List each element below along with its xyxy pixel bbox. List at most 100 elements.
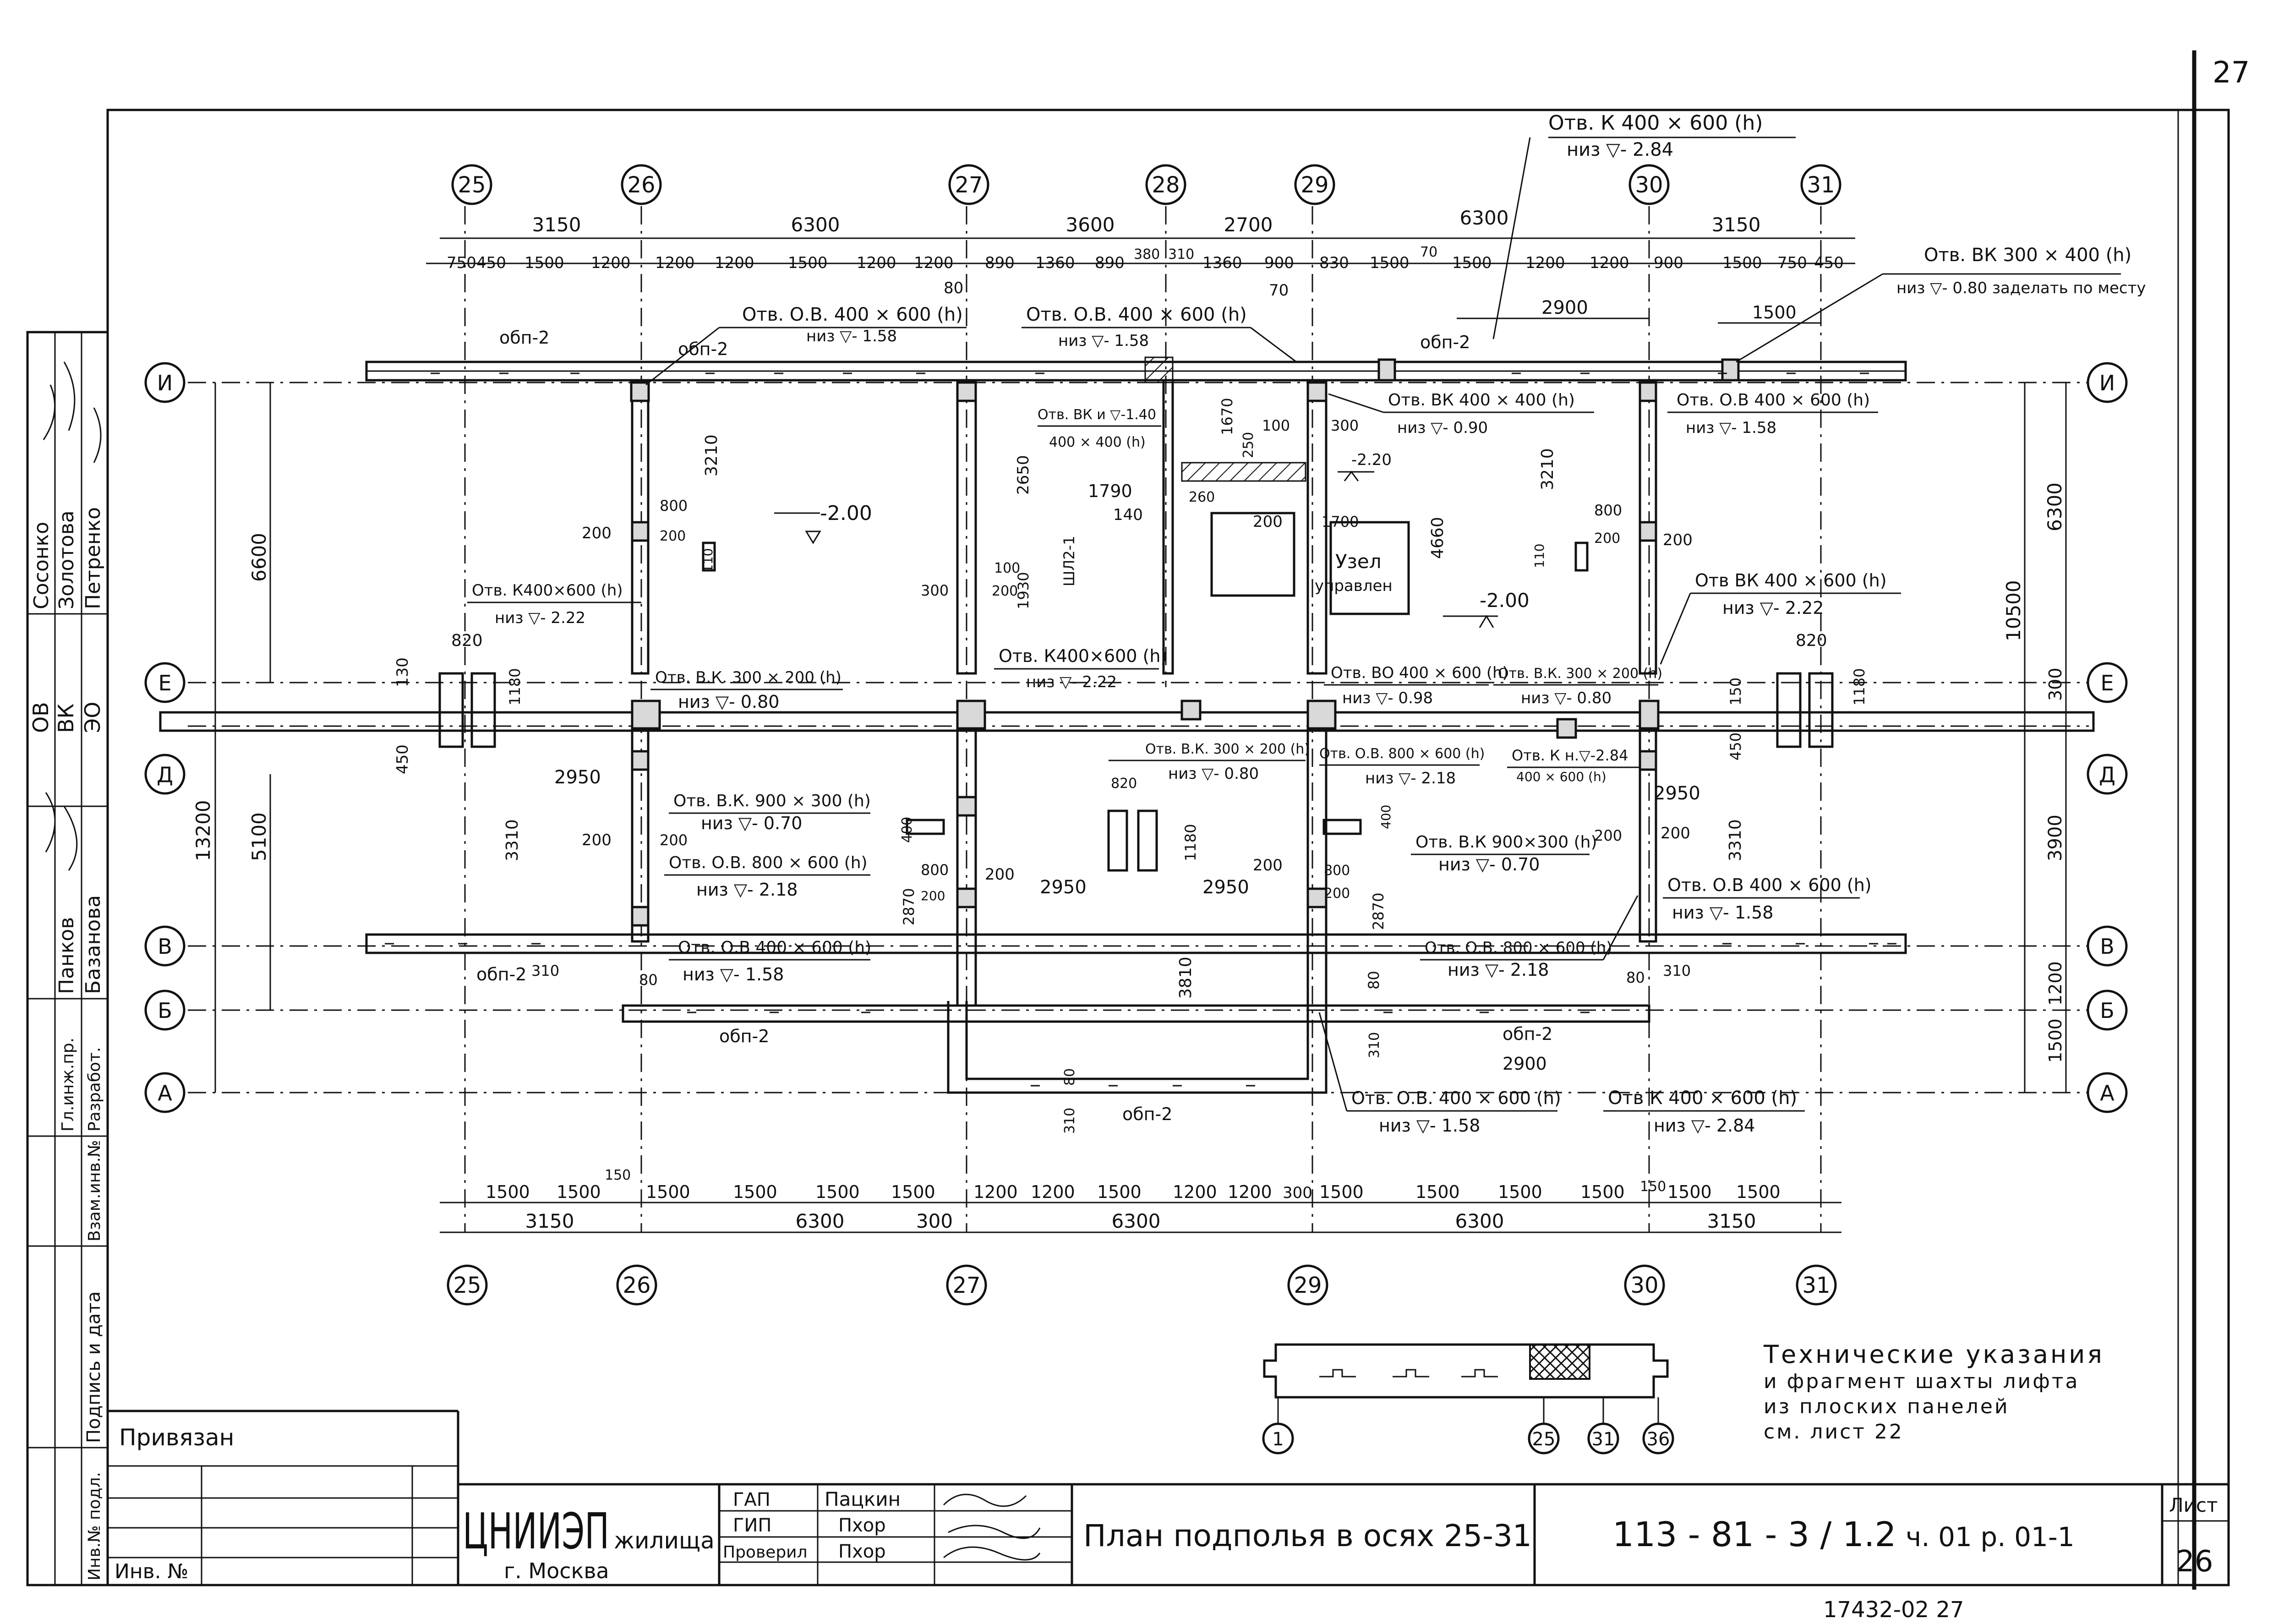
opening-2-title: Отв. ВК 300 × 400 (h) bbox=[1924, 245, 2131, 266]
opening-13-level: низ ▽- 0.80 bbox=[1521, 689, 1612, 707]
inner-dim-37: 2950 bbox=[1040, 877, 1087, 898]
opening-10-level: низ ▽- 2.22 bbox=[1026, 673, 1117, 691]
dim-bottom-major-3: 300 bbox=[916, 1210, 953, 1232]
axis-top-27: 27 bbox=[955, 172, 983, 198]
dim-top-minor-12: 890 bbox=[1095, 254, 1125, 272]
axis-right-e: Е bbox=[2100, 671, 2114, 695]
dim-top-major-6: 3150 bbox=[1712, 213, 1761, 236]
inner-dim-7: 110 bbox=[1532, 544, 1547, 568]
inner-dim-26: 2950 bbox=[554, 767, 601, 788]
opening-20-level: низ ▽- 1.58 bbox=[1672, 902, 1773, 923]
room-labels: -2.00 -2.00 -2.20 Узел управлен ШЛ2-1 bbox=[774, 451, 1530, 628]
dim-left-7: 1180 bbox=[506, 668, 524, 705]
opening-22: Отв. О.В 400 × 600 (h) низ ▽- 1.58 bbox=[669, 938, 871, 984]
opening-20: Отв. О.В 400 × 600 (h) низ ▽- 1.58 bbox=[1663, 875, 1872, 923]
opening-22-title: Отв. О.В 400 × 600 (h) bbox=[678, 938, 871, 957]
dim-left-4: 130 bbox=[393, 657, 412, 687]
note-line-3: из плоских панелей bbox=[1764, 1395, 2010, 1418]
inner-dim-36: 1180 bbox=[1182, 824, 1199, 861]
side-role-1: Сосонко bbox=[30, 522, 53, 609]
wall-structure bbox=[159, 356, 2095, 1094]
inner-dim-1: 3210 bbox=[702, 434, 721, 476]
opening-9-level: низ ▽- 2.22 bbox=[1722, 598, 1824, 618]
opening-1: Отв. К 400 × 600 (h) низ ▽- 2.84 bbox=[1492, 111, 1796, 339]
opening-5-level: низ ▽- 0.90 bbox=[1397, 419, 1488, 437]
dim-bottom-minor-3: 150 bbox=[605, 1167, 631, 1183]
inner-dim-32: 200 bbox=[921, 888, 945, 903]
opening-19-title: Отв. О.В. 800 × 600 (h) bbox=[669, 853, 868, 872]
dim-bottom-major-4: 6300 bbox=[1112, 1210, 1161, 1232]
dim-bottom-minor-11: 1200 bbox=[1173, 1182, 1217, 1202]
dim-bottom-minor-8: 1200 bbox=[973, 1182, 1018, 1202]
opening-24-level: низ ▽- 2.84 bbox=[1654, 1115, 1755, 1136]
panel-label-1: обп-2 bbox=[499, 328, 549, 348]
dim-right-9: 450 bbox=[1727, 733, 1744, 760]
dim-top-minor-22: 1200 bbox=[1590, 254, 1629, 272]
inner-dim-17: 140 bbox=[1113, 506, 1143, 524]
dim-top-extra-3: 2900 bbox=[1541, 297, 1588, 318]
opening-7: Отв. ВК и ▽-1.40 400 × 400 (h) bbox=[1038, 407, 1161, 450]
right-axis-markers: И Е Д В Б А bbox=[2087, 362, 2128, 1113]
dim-top-minor-4: 1200 bbox=[591, 254, 631, 272]
dim-right-2: 10500 bbox=[2002, 580, 2025, 641]
axis-top-28: 28 bbox=[1152, 172, 1180, 198]
inner-dim-19: 200 bbox=[1253, 513, 1283, 531]
dim-top-minor-9: 1200 bbox=[914, 254, 954, 272]
dim-top-minor-18: 1500 bbox=[1370, 254, 1410, 272]
privyazan-label: Привязан bbox=[119, 1424, 234, 1451]
axis-lines bbox=[188, 206, 2089, 1232]
dim-top-minor-3: 1500 bbox=[525, 254, 564, 272]
dim-top-minor-19: 70 bbox=[1420, 244, 1437, 260]
inner-dim-13: 100 bbox=[1262, 417, 1290, 434]
gap-role: ГАП bbox=[733, 1489, 770, 1510]
dim-top-major-5: 6300 bbox=[1460, 207, 1509, 229]
side-role-2: Золотова bbox=[55, 510, 78, 609]
room-node: Узел bbox=[1335, 550, 1382, 573]
inner-dim-21: 4660 bbox=[1428, 517, 1447, 559]
opening-16: Отв. К н.▽-2.84 400 × 600 (h) bbox=[1507, 747, 1640, 784]
panel-labels: обп-2 обп-2 обп-2 обп-2 обп-2 обп-2 обп-… bbox=[476, 328, 1552, 1124]
opening-6: Отв. О.В 400 × 600 (h) низ ▽- 1.58 bbox=[1667, 391, 1878, 437]
inner-dim-57: 2900 bbox=[1503, 1054, 1547, 1074]
opening-15: Отв. О.В. 800 × 600 (h) низ ▽- 2.18 bbox=[1319, 746, 1485, 787]
bottom-stamp: 17432-02 27 bbox=[1823, 1597, 1964, 1623]
note-line-4: см. лист 22 bbox=[1764, 1420, 1904, 1444]
axis-left-b: Б bbox=[158, 998, 172, 1023]
opening-12-title: Отв. ВО 400 × 600 (h) bbox=[1331, 664, 1508, 682]
inner-dim-45: 2950 bbox=[1654, 783, 1700, 804]
dim-top-minor-26: 450 bbox=[1814, 254, 1844, 272]
inner-dim-23: 100 bbox=[994, 560, 1020, 576]
bottom-axis-markers: 25 26 27 29 30 31 bbox=[447, 1264, 1837, 1306]
inner-dim-52: 80 bbox=[1062, 1068, 1078, 1086]
gip-name: Пхор bbox=[838, 1515, 886, 1536]
inner-dim-12: 250 bbox=[1240, 432, 1257, 458]
opening-16-title: Отв. К н.▽-2.84 bbox=[1512, 747, 1628, 764]
dim-bottom-major-6: 3150 bbox=[1707, 1210, 1756, 1232]
dim-left-5: 450 bbox=[393, 744, 412, 774]
drawing-code: 113 - 81 - 3 / 1.2 bbox=[1612, 1515, 1896, 1554]
drawing-part: ч. 01 р. 01-1 bbox=[1906, 1521, 2075, 1553]
dim-top-extra-4: 1500 bbox=[1752, 302, 1797, 323]
opening-21: Отв. О.В. 800 × 600 (h) низ ▽- 2.18 bbox=[1420, 895, 1639, 980]
dim-top-minor-15: 1360 bbox=[1202, 254, 1242, 272]
side-field-1: Взам.инв.№ bbox=[85, 1140, 104, 1241]
top-axis-markers: 25 26 27 28 29 30 31 bbox=[451, 164, 1841, 205]
opening-4-level: низ ▽- 1.58 bbox=[1058, 332, 1149, 350]
opening-22-level: низ ▽- 1.58 bbox=[683, 964, 784, 984]
opening-1-title: Отв. К 400 × 600 (h) bbox=[1548, 111, 1763, 135]
inner-dim-42: 400 bbox=[1378, 805, 1393, 829]
opening-20-title: Отв. О.В 400 × 600 (h) bbox=[1667, 875, 1872, 895]
inner-dim-40: 800 bbox=[1324, 863, 1350, 879]
inner-dim-8: 800 bbox=[1594, 502, 1622, 519]
inner-dim-14: 300 bbox=[1331, 417, 1359, 434]
dim-top-major-3: 3600 bbox=[1066, 213, 1115, 236]
left-axis-markers: И Е Д В Б А bbox=[144, 362, 186, 1113]
side-field-3: Инв.№ подл. bbox=[85, 1472, 104, 1580]
dim-right-7: 820 bbox=[1796, 631, 1827, 650]
dim-right-10: 1180 bbox=[1851, 668, 1868, 705]
opening-21-level: низ ▽- 2.18 bbox=[1448, 960, 1549, 980]
opening-23-title: Отв. О.В. 400 × 600 (h) bbox=[1351, 1088, 1561, 1108]
room-node-2: управлен bbox=[1315, 577, 1393, 595]
side-code-3: ЭО bbox=[80, 702, 105, 733]
